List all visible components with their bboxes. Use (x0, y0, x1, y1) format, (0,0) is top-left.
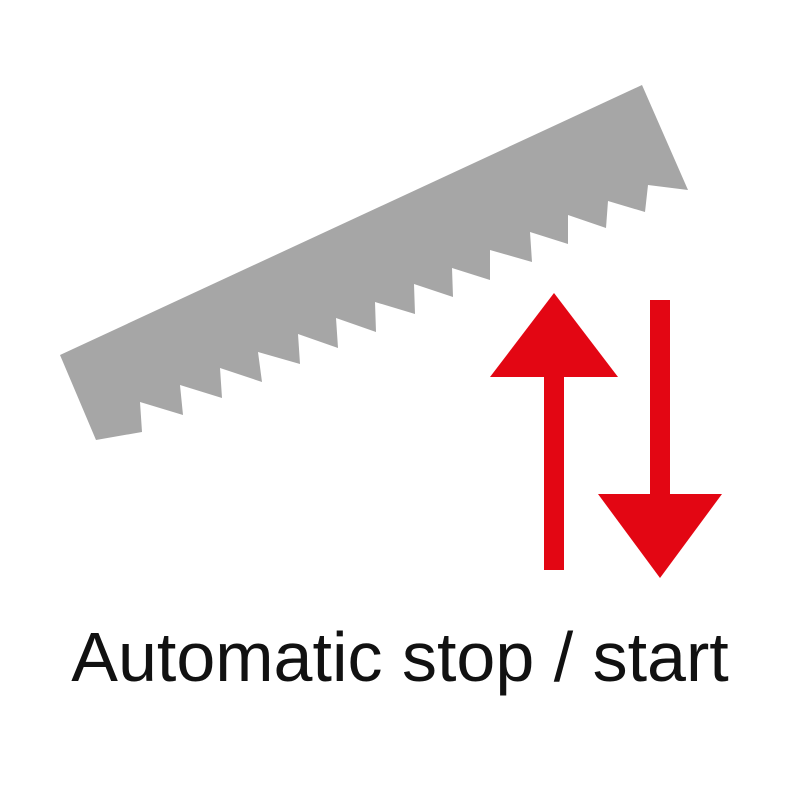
arrow-down-icon (598, 300, 722, 578)
arrow-up-icon (490, 293, 618, 570)
saw-blade-icon (60, 85, 688, 440)
feature-caption: Automatic stop / start (71, 618, 729, 696)
